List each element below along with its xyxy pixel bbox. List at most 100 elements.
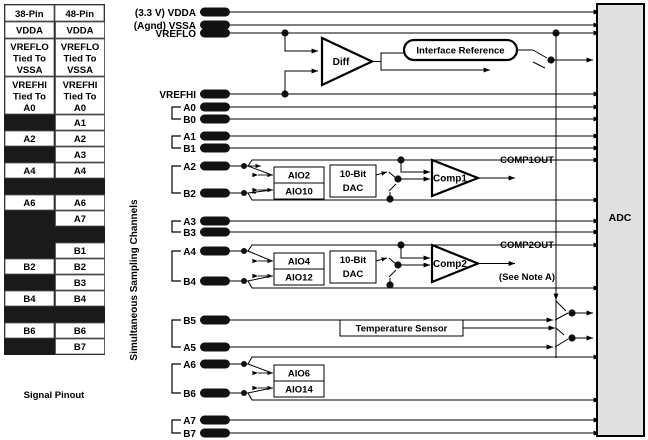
aio10-label: AIO10	[285, 187, 312, 198]
pinout-cell-text: VREFLO	[10, 42, 49, 53]
pinout-header-cell	[54, 4, 105, 22]
dac1-line1: 10-Bit	[340, 169, 367, 180]
pinout-cell	[55, 21, 105, 39]
pinout-cell	[55, 242, 105, 259]
aio2-label: AIO2	[288, 171, 310, 182]
signal-label-b0: B0	[183, 115, 196, 126]
pinout-cell-text: Tied To	[13, 54, 46, 65]
comparator2-group: AIO4 AIO12 10-Bit DAC Comp2 COMP2OUT (Se…	[241, 240, 601, 291]
dac1-line2: DAC	[343, 183, 364, 194]
pinout-cell	[55, 162, 105, 179]
pinout-cell-text: A6	[74, 198, 86, 209]
pinout-cell-text: B4	[74, 294, 87, 305]
pinout-cell-text: A4	[74, 166, 87, 177]
b4-diag-up	[247, 275, 273, 282]
signal-label-b6: B6	[183, 389, 196, 400]
pinout-cell-text: B3	[74, 278, 86, 289]
pinout-cell-text: VSSA	[67, 65, 93, 76]
pinout-cell-text: VREFHI	[63, 80, 98, 91]
comp2-label: Comp2	[433, 259, 467, 270]
diff-out-lower-wire	[372, 61, 491, 73]
signal-label-a6: A6	[183, 360, 196, 371]
pin-connector	[200, 428, 230, 438]
pinout-cell-text: B2	[74, 262, 86, 273]
pinout-cell	[55, 338, 105, 355]
pin-connector	[200, 20, 230, 30]
adc-block	[596, 3, 645, 437]
channel-brackets	[171, 106, 181, 434]
pinout-cell-text: B7	[74, 342, 86, 353]
signal-label-b1: B1	[183, 144, 196, 155]
pin-connector	[200, 143, 230, 153]
aio10-box	[273, 182, 325, 200]
vrefhi-to-diff-wire	[284, 68, 319, 94]
pin-connector	[200, 342, 230, 352]
pin-connector	[200, 315, 230, 325]
temperature-sensor-group: Temperature Sensor	[339, 319, 556, 337]
pinout-cell	[55, 322, 105, 339]
signal-label-a5: A5	[183, 343, 196, 354]
signal-label-a2: A2	[183, 162, 196, 173]
pinout-cell	[55, 274, 105, 291]
pinout-cell-text: B6	[74, 326, 86, 337]
aio14-box	[273, 380, 325, 398]
diff-amp-label: Diff	[333, 57, 350, 68]
channel-bracket	[171, 135, 181, 149]
pinout-cell	[55, 76, 105, 115]
pin-connector	[200, 114, 230, 124]
pinout-cell-text: VDDA	[67, 26, 94, 37]
signal-label-agndvssa: (Agnd) VSSA	[134, 21, 196, 32]
pinout-cell	[4, 290, 55, 307]
comp1-mux-blade-b	[388, 183, 397, 192]
comp2-shape	[430, 243, 481, 284]
pinout-cell-text: A0	[74, 103, 86, 114]
signal-label-a3: A3	[183, 217, 196, 228]
pinout-cell-text: A1	[74, 118, 87, 129]
dac2-line1: 10-Bit	[340, 255, 367, 266]
pinout-cell	[55, 114, 105, 131]
pinout-cell	[4, 162, 55, 179]
mux-u-blade	[555, 300, 567, 312]
aio6-label: AIO6	[288, 369, 310, 380]
pinout-cell-text: VDDA	[16, 26, 43, 37]
a6-to-adc	[247, 354, 601, 365]
pinout-cell-text: VREFLO	[61, 42, 100, 53]
pinout-cell-text: Tied To	[64, 54, 97, 65]
pin-connector	[200, 28, 230, 38]
comp1-plus-in	[400, 160, 431, 175]
pin-connector	[200, 131, 230, 141]
interface-reference-block: Interface Reference	[402, 29, 594, 358]
pinout-cell	[55, 210, 105, 227]
comp1out-label: COMP1OUT	[500, 155, 554, 166]
b6-to-adc	[247, 392, 601, 403]
pinout-cell-text: B2	[23, 262, 35, 273]
simultaneous-sampling-channels-label: Simultaneous Sampling Channels	[129, 199, 140, 361]
pin-connector	[200, 102, 230, 112]
pin-connector	[200, 188, 230, 198]
dac2-out	[375, 257, 388, 262]
signal-label-b3: B3	[183, 228, 196, 239]
junction-dot	[241, 190, 247, 196]
pinout-cell-text: A0	[23, 103, 35, 114]
comp2-mux-blade-b	[388, 269, 397, 278]
b2-to-adc	[247, 192, 601, 203]
pinout-cell-text: Tied To	[64, 92, 97, 103]
pinout-cell	[4, 38, 55, 77]
signal-label-a0: A0	[183, 103, 196, 114]
pinout-cell	[55, 258, 105, 275]
channel-bracket	[171, 250, 181, 282]
pin-connector	[200, 227, 230, 237]
aio4-label: AIO4	[288, 257, 311, 268]
b6-diag-up	[247, 387, 273, 394]
comparator1-group: AIO2 AIO10 10-Bit DAC Comp1 COMP1OUT	[241, 155, 601, 203]
a2-to-adc	[247, 157, 601, 167]
pin-connector	[200, 276, 230, 286]
output-mux-upper	[553, 292, 594, 358]
junction-dot	[241, 390, 247, 396]
comp1-shape	[430, 158, 482, 198]
signal-label-a7: A7	[183, 416, 196, 427]
pinout-header-48pin: 48-Pin	[65, 9, 94, 20]
signal-label-33vvdda: (3.3 V) VDDA	[135, 8, 196, 19]
